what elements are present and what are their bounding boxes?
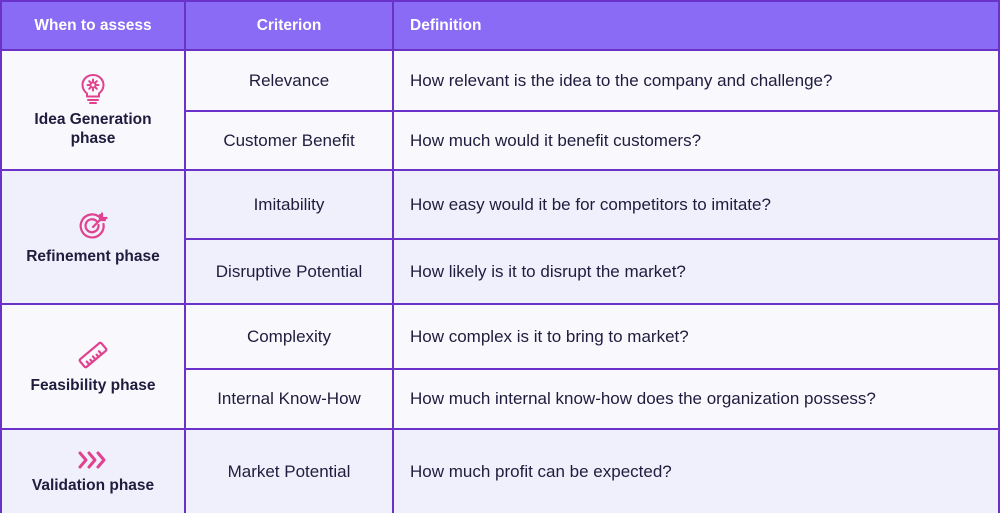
criterion-cell: Disruptive Potential: [186, 240, 394, 303]
definition-cell: How much would it benefit customers?: [410, 130, 702, 150]
table-row: Internal Know-How How much internal know…: [186, 368, 998, 428]
phase-label: Feasibility phase: [30, 377, 156, 394]
criterion-cell: Complexity: [186, 305, 394, 368]
table-row: Relevance How relevant is the idea to th…: [186, 51, 998, 110]
definition-cell: How easy would it be for competitors to …: [410, 194, 771, 214]
phase-label: Validation phase: [31, 477, 155, 494]
header-definition: Definition: [410, 16, 482, 34]
table-header: When to assess Criterion Definition: [2, 2, 998, 51]
phase-label: Refinement phase: [26, 247, 160, 265]
definition-cell: How complex is it to bring to market?: [410, 326, 689, 346]
phase-group-refinement: Refinement phase Imitability How easy wo…: [2, 171, 998, 305]
table-row: Market Potential How much profit can be …: [186, 430, 998, 513]
phase-group-feasibility: Feasibility phase Complexity How complex…: [2, 305, 998, 430]
table-row: Complexity How complex is it to bring to…: [186, 305, 998, 368]
phase-group-validation: Validation phase Market Potential How mu…: [2, 430, 998, 513]
header-criterion: Criterion: [186, 2, 394, 49]
header-when-to-assess: When to assess: [2, 2, 186, 49]
criterion-cell: Market Potential: [186, 430, 394, 513]
phase-group-idea-generation: Idea Generation phase Relevance How rele…: [2, 51, 998, 171]
phase-cell: Idea Generation phase: [2, 51, 186, 169]
table-row: Disruptive Potential How likely is it to…: [186, 238, 998, 303]
definition-cell: How relevant is the idea to the company …: [410, 70, 833, 90]
table-row: Imitability How easy would it be for com…: [186, 171, 998, 238]
phase-cell: Validation phase: [2, 430, 186, 513]
target-dart-icon: [79, 211, 108, 239]
criterion-cell: Customer Benefit: [186, 112, 394, 169]
table-row: Customer Benefit How much would it benef…: [186, 110, 998, 169]
phase-cell: Feasibility phase: [2, 305, 186, 428]
ruler-icon: [78, 341, 108, 369]
definition-cell: How much internal know-how does the orga…: [410, 389, 876, 408]
criterion-cell: Internal Know-How: [186, 370, 394, 428]
criterion-cell: Relevance: [186, 51, 394, 110]
triple-chevron-right-icon: [78, 451, 106, 469]
criterion-cell: Imitability: [186, 171, 394, 238]
phase-label: Idea Generation phase: [34, 111, 152, 147]
definition-cell: How likely is it to disrupt the market?: [410, 261, 686, 281]
phase-cell: Refinement phase: [2, 171, 186, 303]
definition-cell: How much profit can be expected?: [410, 461, 672, 481]
lightbulb-gear-icon: [81, 74, 105, 104]
